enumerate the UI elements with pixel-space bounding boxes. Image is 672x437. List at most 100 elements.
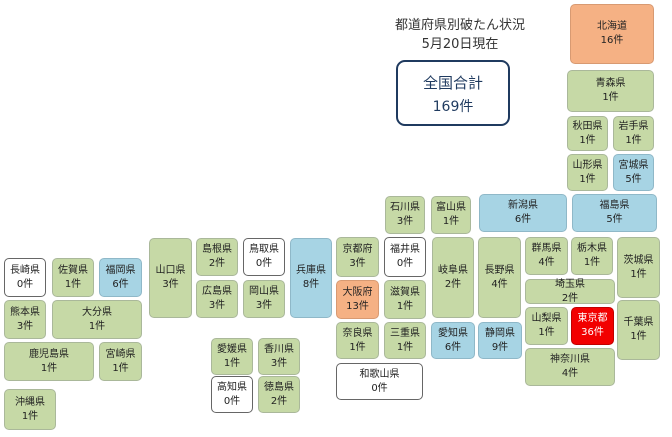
prefecture-count: 1件: [538, 327, 555, 338]
prefecture-count: 0件: [371, 382, 388, 394]
prefecture-name: 長崎県: [10, 264, 40, 276]
prefecture-name: 岐阜県: [438, 264, 468, 276]
prefecture-name: 沖縄県: [15, 396, 45, 408]
prefecture-count: 1件: [21, 410, 39, 422]
prefecture-name: 奈良県: [342, 327, 373, 339]
prefecture-name: 香川県: [264, 343, 294, 355]
prefecture-box: 北海道 16件: [570, 4, 654, 64]
prefecture-box: 高知県 0件: [211, 376, 253, 413]
prefecture-name: 宮城県: [618, 159, 649, 171]
prefecture-box: 青森県 1件: [567, 70, 654, 112]
prefecture-count: 0件: [396, 258, 414, 269]
prefecture-count: 3件: [255, 300, 273, 311]
prefecture-count: 1件: [396, 341, 414, 353]
prefecture-box: 岡山県 3件: [243, 280, 285, 318]
prefecture-name: 福島県: [599, 200, 630, 211]
prefecture-name: 青森県: [595, 78, 626, 89]
prefecture-count: 1件: [630, 268, 647, 280]
prefecture-box: 沖縄県 1件: [4, 389, 56, 430]
prefecture-name: 大阪府: [342, 286, 373, 298]
prefecture-count: 16件: [600, 35, 624, 46]
prefecture-count: 9件: [491, 341, 509, 353]
prefecture-box: 岩手県 1件: [613, 116, 654, 151]
prefecture-count: 3件: [349, 258, 366, 269]
prefecture-box: 福岡県 6件: [99, 258, 142, 297]
prefecture-name: 愛媛県: [217, 343, 247, 355]
prefecture-name: 高知県: [217, 381, 247, 393]
prefecture-name: 広島県: [202, 286, 232, 297]
title-line-2: 5月20日現在: [421, 37, 499, 52]
prefecture-name: 東京都: [577, 313, 608, 324]
prefecture-name: 栃木県: [577, 243, 607, 254]
prefecture-name: 熊本県: [10, 306, 40, 318]
prefecture-count: 1件: [396, 300, 414, 312]
prefecture-name: 宮崎県: [105, 348, 136, 360]
prefecture-name: 北海道: [597, 21, 627, 32]
prefecture-name: 滋賀県: [390, 286, 420, 298]
prefecture-count: 2件: [208, 258, 226, 269]
prefecture-count: 6件: [514, 214, 532, 225]
prefecture-name: 和歌山県: [359, 368, 400, 380]
prefecture-name: 岡山県: [249, 286, 279, 297]
prefecture-name: 岩手県: [618, 120, 649, 132]
prefecture-count: 1件: [583, 257, 601, 268]
prefecture-count: 1件: [349, 341, 366, 353]
prefecture-name: 神奈川県: [550, 354, 590, 365]
prefecture-count: 13件: [346, 300, 369, 312]
prefecture-count: 6件: [112, 278, 129, 290]
prefecture-count: 1件: [602, 92, 619, 103]
prefecture-name: 静岡県: [485, 327, 515, 339]
prefecture-box: 滋賀県 1件: [384, 280, 426, 319]
prefecture-count: 1件: [625, 134, 642, 146]
prefecture-name: 埼玉県: [555, 278, 585, 290]
prefecture-box: 大阪府 13件: [336, 280, 379, 319]
prefecture-count: 4件: [538, 257, 555, 268]
prefecture-count: 8件: [302, 279, 320, 290]
prefecture-box: 栃木県 1件: [571, 237, 613, 275]
prefecture-count: 1件: [442, 216, 460, 227]
prefecture-count: 0件: [255, 258, 273, 269]
prefecture-name: 鹿児島県: [29, 348, 69, 360]
prefecture-name: 富山県: [436, 202, 466, 213]
prefecture-count: 0件: [223, 395, 241, 407]
prefecture-name: 千葉県: [623, 317, 654, 328]
map-title: 都道府県別破たん状況 5月20日現在: [360, 16, 560, 54]
prefecture-name: 福岡県: [105, 264, 136, 276]
prefecture-name: 秋田県: [572, 120, 603, 132]
prefecture-count: 1件: [579, 173, 596, 185]
prefecture-count: 1件: [223, 357, 241, 369]
prefecture-name: 京都府: [342, 244, 373, 255]
prefecture-count: 6件: [444, 341, 462, 353]
prefecture-box: 静岡県 9件: [478, 322, 522, 359]
prefecture-box: 奈良県 1件: [336, 322, 379, 359]
title-line-1: 都道府県別破たん状況: [394, 18, 525, 33]
prefecture-count: 3件: [16, 320, 34, 332]
prefecture-count: 1件: [64, 278, 82, 290]
prefecture-count: 4件: [491, 278, 508, 290]
prefecture-box: 愛媛県 1件: [211, 338, 253, 375]
prefecture-count: 3件: [208, 300, 226, 311]
prefecture-count: 1件: [40, 362, 58, 374]
prefecture-name: 徳島県: [264, 381, 294, 393]
prefecture-box: 和歌山県 0件: [336, 363, 423, 400]
